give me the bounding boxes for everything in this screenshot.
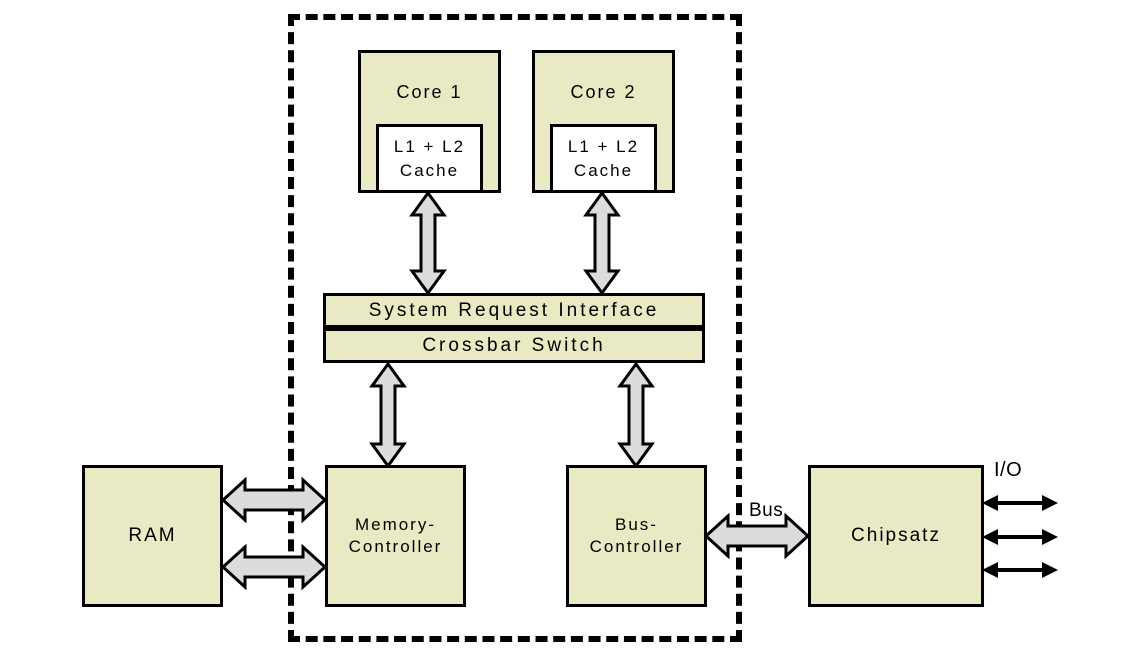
crossbar-to-bus-controller-arrow: [617, 361, 655, 469]
core-2-label: Core 2: [570, 82, 637, 102]
ram-to-memory-controller-upper-arrow: [220, 476, 328, 524]
memory-controller-box[interactable]: Memory- Controller: [325, 465, 466, 607]
core1-to-sri-arrow: [409, 190, 447, 296]
bus-controller-box[interactable]: Bus- Controller: [566, 465, 707, 607]
system-request-interface-bar[interactable]: System Request Interface: [323, 293, 705, 328]
crossbar-switch-bar[interactable]: Crossbar Switch: [323, 328, 705, 363]
chipset-io-arrow-2: [982, 529, 1058, 545]
io-label: I/O: [994, 459, 1023, 481]
crossbar-to-memory-controller-arrow: [369, 361, 407, 469]
core-1-cache-box[interactable]: L1 + L2 Cache: [376, 124, 483, 193]
chipset-box[interactable]: Chipsatz: [808, 465, 984, 607]
ram-to-memory-controller-lower-arrow: [220, 543, 328, 591]
bus-label: Bus: [749, 500, 784, 521]
ram-box[interactable]: RAM: [82, 465, 223, 607]
chipset-io-arrow-1: [982, 495, 1058, 511]
core2-to-sri-arrow: [583, 190, 621, 296]
cpu-die-boundary: [288, 14, 742, 642]
core-1-label: Core 1: [396, 82, 463, 102]
chipset-io-arrow-3: [982, 562, 1058, 578]
core-2-cache-box[interactable]: L1 + L2 Cache: [550, 124, 657, 193]
